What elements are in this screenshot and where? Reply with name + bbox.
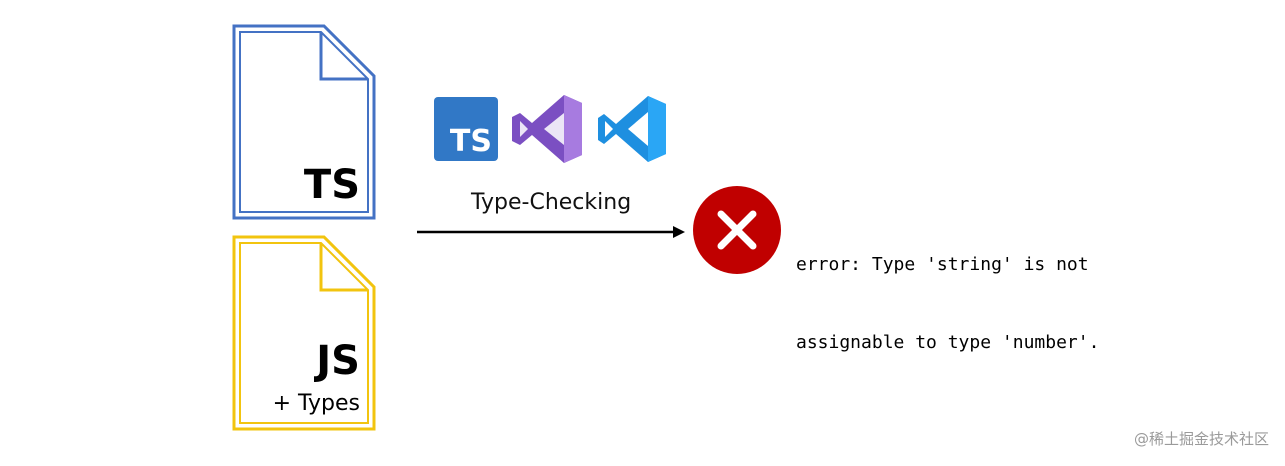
ts-file-label: TS [303,162,360,208]
typescript-icon: TS [434,97,498,161]
error-message-line-2: assignable to type 'number'. [796,332,1100,353]
type-check-arrow [417,223,687,241]
typescript-icon-text: TS [449,124,492,159]
js-file-icon: JS + Types [230,233,378,433]
error-message-line-1: error: Type 'string' is not [796,254,1089,275]
watermark: @稀土掘金技术社区 [1133,430,1269,448]
error-x-icon [692,185,782,275]
arrow-label: Type-Checking [471,190,632,215]
error-message: error: Type 'string' is not assignable t… [796,200,1099,382]
ts-file-icon: TS [230,22,378,222]
vscode-icon [596,94,668,164]
js-file-label: JS [316,338,360,384]
js-file-sublabel: + Types [272,391,360,416]
visual-studio-icon [510,93,584,165]
